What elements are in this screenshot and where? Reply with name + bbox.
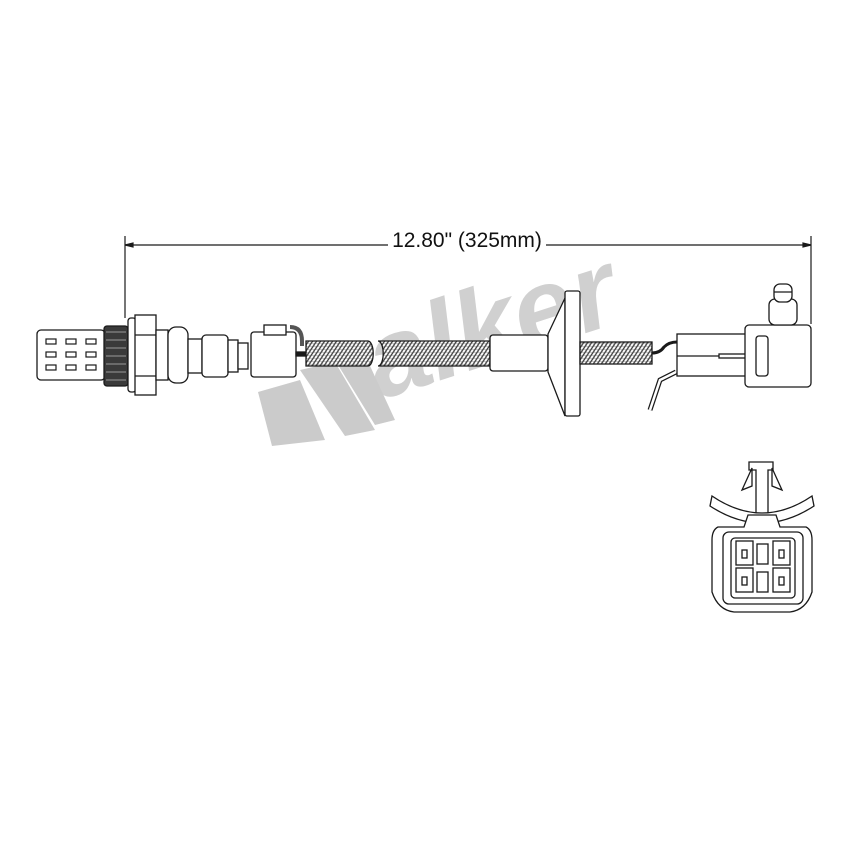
svg-text:alker: alker [349, 225, 636, 423]
connector-face-view [709, 461, 815, 613]
harness-connector [676, 283, 812, 388]
sensor-body [155, 324, 307, 384]
sensor-thread [103, 325, 129, 387]
braided-wire [305, 290, 678, 417]
sensor-hex-nut [127, 314, 157, 396]
sensor-shield [36, 329, 106, 381]
